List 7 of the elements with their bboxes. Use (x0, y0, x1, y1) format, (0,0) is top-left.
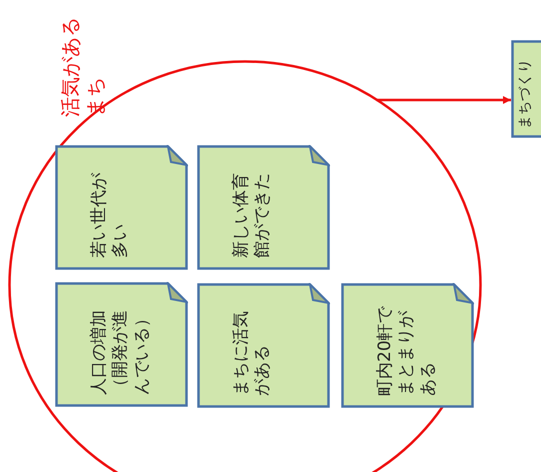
note-text: 新しい体育館ができた (230, 172, 273, 258)
note-text: 町内20軒でまとまりがある (374, 304, 438, 396)
box-text: まちづくり (517, 58, 534, 129)
arrow (376, 96, 511, 104)
note-text: まちに活気がある (230, 310, 273, 396)
note-text: 若い世代が多い (88, 172, 131, 258)
note-text: 人口の増加（開発が進んでいる） (88, 308, 152, 394)
